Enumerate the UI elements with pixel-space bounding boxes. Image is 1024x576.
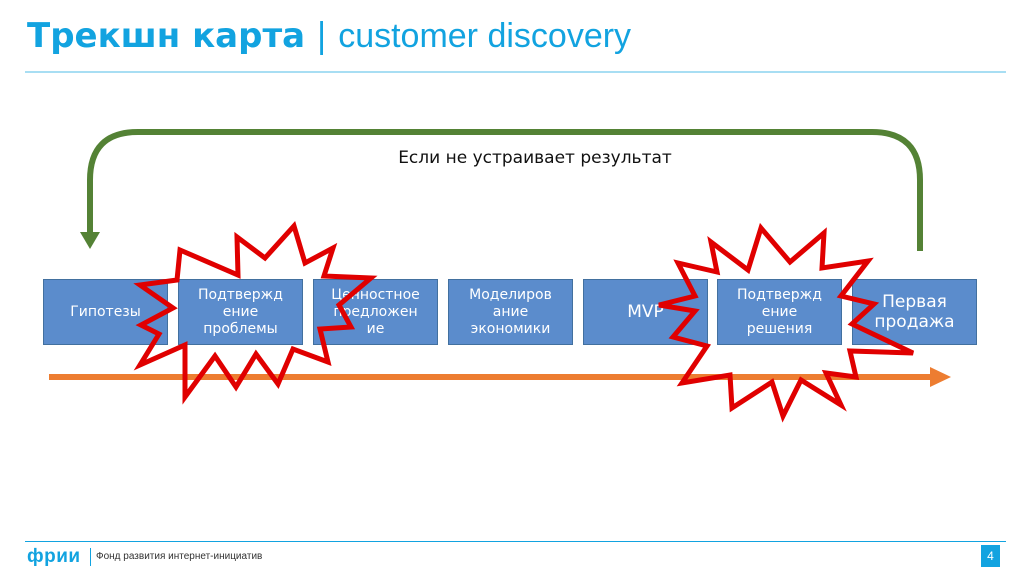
stage-label-line: продажа	[874, 312, 955, 332]
title-separator: |	[305, 16, 339, 56]
stage-label-line: Подтвержд	[737, 286, 822, 303]
stage-solution-validation: Подтвержд ение решения	[717, 279, 842, 345]
page-number: 4	[981, 545, 1000, 567]
footer-rule	[25, 541, 1006, 542]
slide-title: Трекшн карта | customer discovery	[27, 14, 631, 58]
logo: фрии	[27, 546, 81, 567]
stage-label-line: Первая	[882, 292, 947, 312]
loop-arrowhead	[80, 232, 100, 249]
stage-mvp: MVP	[583, 279, 708, 345]
stage-label-line: Моделиров	[469, 286, 552, 303]
logo-divider	[90, 548, 91, 566]
stage-label-line: проблемы	[203, 320, 278, 337]
stage-label-line: ие	[366, 320, 385, 337]
stage-label-line: Подтвержд	[198, 286, 283, 303]
stage-label: Гипотезы	[70, 303, 141, 320]
progress-arrowhead	[930, 367, 951, 387]
stage-label-line: предложен	[333, 303, 418, 320]
stage-first-sale: Первая продажа	[852, 279, 977, 345]
stage-economics-modeling: Моделиров ание экономики	[448, 279, 573, 345]
stage-label-line: экономики	[470, 320, 551, 337]
stage-label-line: ение	[222, 303, 259, 320]
stage-problem-validation: Подтвержд ение проблемы	[178, 279, 303, 345]
title-underline	[25, 71, 1006, 73]
burst-shape-solution	[658, 222, 915, 423]
stage-label: MVP	[627, 302, 664, 322]
loop-arrow	[87, 129, 923, 251]
loop-label: Если не устраивает результат	[398, 148, 672, 168]
title-subtitle: customer discovery	[338, 17, 632, 55]
stage-label-line: ение	[761, 303, 798, 320]
foundation-name: Фонд развития интернет-инициатив	[96, 551, 263, 562]
title-main: Трекшн карта	[27, 16, 306, 56]
stage-label-line: ание	[492, 303, 529, 320]
burst-shape-problem	[133, 221, 378, 405]
stage-label-line: решения	[746, 320, 813, 337]
